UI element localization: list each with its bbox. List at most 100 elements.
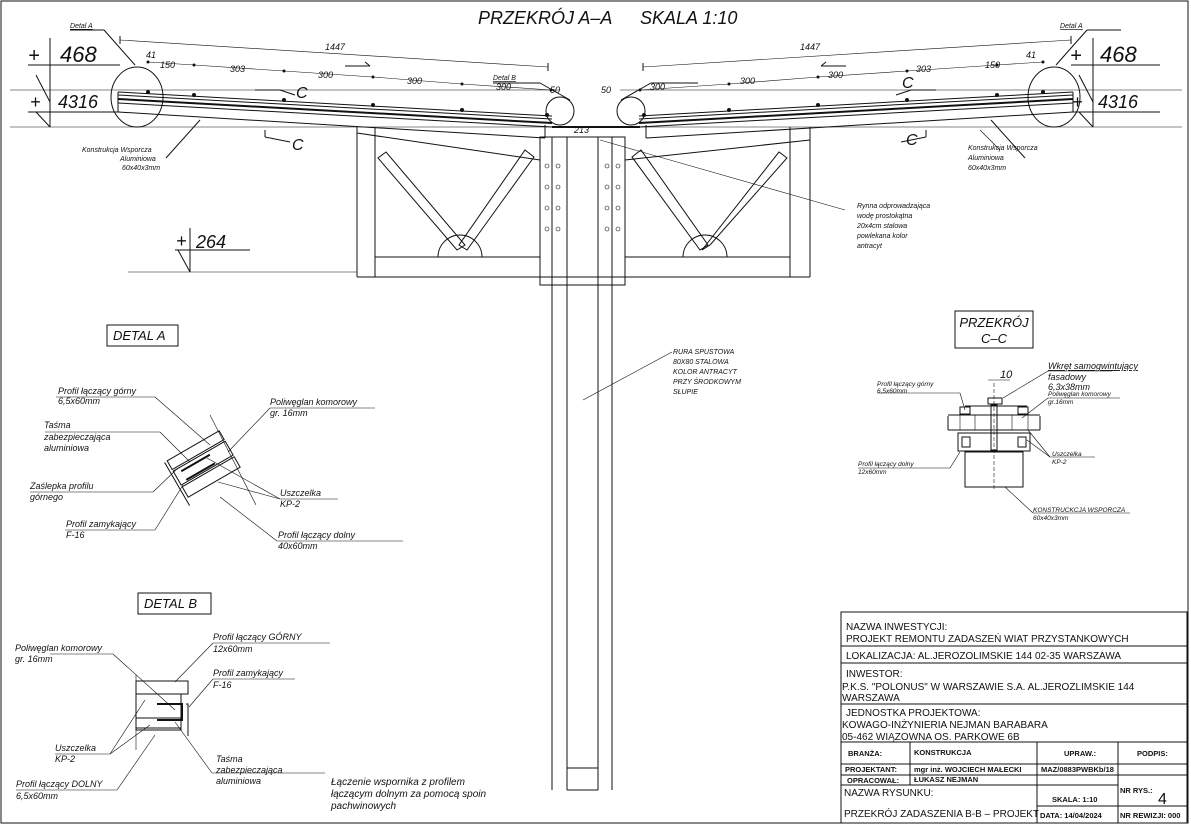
label-line: 40x60mm bbox=[278, 541, 318, 551]
label-line: 60x40x3mm bbox=[968, 165, 1006, 172]
label-line: Uszczelka bbox=[1052, 451, 1082, 458]
drawing-name: PRZEKRÓJ ZADASZENIA B-B – PROJEKT bbox=[844, 807, 1039, 820]
dim: 41 bbox=[1026, 50, 1036, 60]
detail-b-labels: Poliwęglan komorowy gr. 16mm Profil łącz… bbox=[15, 632, 487, 812]
section-scale: SKALA 1:10 bbox=[640, 8, 737, 28]
title-block: NAZWA INWESTYCJI: PROJEKT REMONTU ZADASZ… bbox=[840, 611, 1188, 824]
unit-line: 05-462 WIĄZOWNA OS. PARKOWE 6B bbox=[842, 732, 1020, 743]
label-line: Taśma bbox=[216, 754, 243, 764]
label-line: Poliwęglan komorowy bbox=[1048, 391, 1112, 398]
label-line: 60x40x3mm bbox=[122, 165, 160, 172]
weld-note-line: łączącym dolnym za pomocą spoin bbox=[331, 789, 487, 800]
label-line: Poliwęglan komorowy bbox=[270, 397, 358, 407]
branch-value: KONSTRUKCJA bbox=[914, 748, 972, 757]
investor-label: INWESTOR: bbox=[846, 669, 902, 680]
dim: 41 bbox=[146, 50, 156, 60]
section-mark-c: C bbox=[902, 75, 914, 92]
detail-a-title-box bbox=[106, 324, 179, 347]
label-line: zabezpieczająca bbox=[215, 765, 283, 775]
label-line: KP-2 bbox=[1052, 459, 1067, 466]
detail-b-drawing bbox=[16, 642, 330, 791]
label-line: F-16 bbox=[66, 530, 85, 540]
roof-beam-right bbox=[616, 29, 1122, 159]
drawing-scale: SKALA: 1:10 bbox=[1052, 795, 1097, 804]
designer-permission: MAZ/0883PWBKb/18 bbox=[1041, 765, 1114, 774]
label-line: 6,5x60mm bbox=[16, 791, 59, 801]
truss bbox=[356, 127, 811, 278]
label-line: KONSTRUCKCJA WSPORCZA bbox=[1033, 507, 1125, 514]
label-line: aluminiowa bbox=[44, 443, 89, 453]
label-line: KOLOR ANTRACYT bbox=[673, 369, 738, 376]
label-line: Konstrukcja Wsporcza bbox=[968, 145, 1038, 152]
dimensions-left: 1447 41 150 303 300 300 300 50 213 bbox=[146, 42, 589, 135]
label-line: Uszczelka bbox=[55, 743, 96, 753]
label-line: KP-2 bbox=[280, 499, 300, 509]
revision: NR REWIZJI: 000 bbox=[1120, 811, 1180, 820]
label-line: SŁUPIE bbox=[673, 389, 698, 396]
label-line: zabezpieczająca bbox=[43, 432, 111, 442]
designer-value: mgr inż. WOJCIECH MAŁECKI bbox=[914, 765, 1022, 774]
prepared-label: OPRACOWAŁ: bbox=[847, 776, 899, 785]
dim: 150 bbox=[985, 60, 1000, 70]
label-line: 20x4cm stalowa bbox=[856, 223, 907, 230]
label-line: górnego bbox=[30, 492, 63, 502]
support-label-left: Konstrukcja Wsporcza Aluminiowa 60x40x3m… bbox=[82, 147, 160, 172]
investor-line: WARSZAWA bbox=[842, 693, 900, 704]
label-line: 12x60mm bbox=[858, 469, 887, 476]
dim: 150 bbox=[160, 60, 175, 70]
roof-beam-left bbox=[70, 29, 575, 159]
label-line: Konstrukcja Wsporcza bbox=[82, 147, 152, 154]
level-truss: 264 bbox=[195, 232, 226, 252]
drawing-no-label: NR RYS.: bbox=[1120, 786, 1153, 795]
dim: 300 bbox=[650, 82, 665, 92]
label-line: Zaślepka profilu bbox=[29, 481, 94, 491]
dim: 300 bbox=[407, 76, 422, 86]
section-marks: C C C C bbox=[292, 75, 918, 154]
label-line: Rynna odprowadzająca bbox=[857, 203, 930, 210]
detail-a-callout-right: Detal A bbox=[1060, 23, 1083, 30]
label-line: gr.16mm bbox=[1048, 399, 1074, 406]
investment-name: PROJEKT REMONTU ZADASZEŃ WIAT PRZYSTANKO… bbox=[846, 632, 1129, 645]
label-line: Profil łączący GÓRNY bbox=[213, 632, 303, 642]
label-line: Taśma bbox=[44, 420, 71, 430]
label-line: 6,5x60mm bbox=[58, 396, 101, 406]
label-line: gr. 16mm bbox=[15, 654, 53, 664]
label-line: Profil łączący górny bbox=[58, 386, 137, 396]
unit-label: JEDNOSTKA PROJEKTOWA: bbox=[846, 708, 980, 719]
label-line: 6,3x38mm bbox=[1048, 382, 1091, 392]
section-cc-dimension: 10 bbox=[1000, 369, 1013, 381]
label-line: powlekana kolor bbox=[856, 233, 908, 240]
level-markers: + 468 + 4316 + 468 + 4316 + 264 bbox=[10, 38, 1182, 273]
section-mark-c: C bbox=[296, 85, 308, 102]
label-line: Profil łączący dolny bbox=[858, 461, 914, 468]
label-line: Wkręt samogwintujący bbox=[1048, 361, 1139, 371]
column bbox=[539, 129, 1001, 791]
label-line: fasadowy bbox=[1048, 372, 1087, 382]
detail-b-title-box bbox=[137, 592, 212, 615]
downpipe-label: RURA SPUSTOWA 80X80 STALOWA KOLOR ANTRAC… bbox=[673, 349, 741, 396]
section-cc-labels: Wkręt samogwintujący fasadowy 6,3x38mm P… bbox=[858, 361, 1139, 522]
signature-label: PODPIS: bbox=[1137, 749, 1168, 758]
label-line: 60x40x3mm bbox=[1033, 515, 1069, 522]
label-line: Profil zamykający bbox=[66, 519, 137, 529]
label-line: wodę prostokątna bbox=[857, 213, 912, 220]
level-beam-left: 4316 bbox=[58, 92, 99, 112]
prepared-value: ŁUKASZ NEJMAN bbox=[914, 775, 978, 784]
drawing-date: DATA: 14/04/2024 bbox=[1040, 811, 1103, 820]
dimensions-right: 1447 50 300 300 300 303 150 41 bbox=[601, 42, 1036, 95]
section-mark-c: C bbox=[292, 137, 304, 154]
label-line: PRZY ŚRODKOWYM bbox=[673, 377, 741, 386]
detail-b-callout: Detal B bbox=[493, 75, 516, 82]
section-mark-c: C bbox=[906, 132, 918, 149]
section-title: PRZEKRÓJ A–A bbox=[478, 7, 612, 28]
detail-a-drawing bbox=[30, 396, 403, 542]
section-cc-subtitle: C–C bbox=[981, 331, 1008, 346]
dim: 50 bbox=[550, 85, 560, 95]
detail-a-labels: Profil łączący górny 6,5x60mm Taśma zabe… bbox=[29, 386, 358, 551]
dim: 303 bbox=[230, 64, 245, 74]
detail-a-callout-left: Detal A bbox=[70, 23, 93, 30]
permissions-label: UPRAW.: bbox=[1064, 749, 1096, 758]
branch-label: BRANŻA: bbox=[848, 749, 882, 758]
label-line: Profil łączący dolny bbox=[278, 530, 356, 540]
